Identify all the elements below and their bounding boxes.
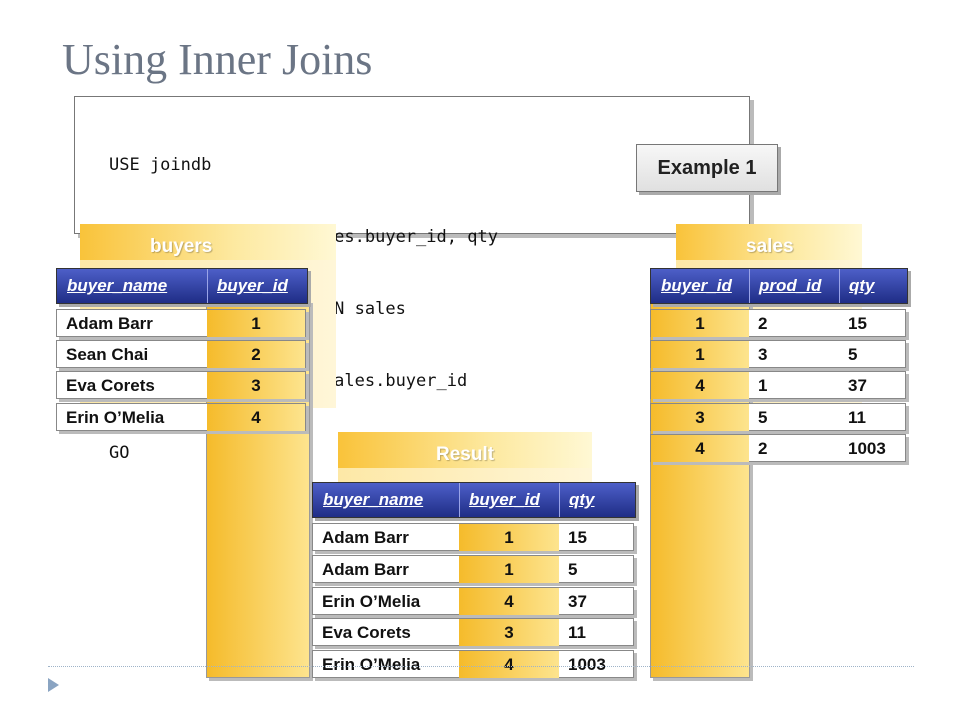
- buyers-buyer-id: 3: [207, 372, 305, 399]
- buyers-buyer-id: 1: [207, 310, 305, 337]
- result-header-buyer-name: buyer_name: [323, 490, 424, 509]
- slide-bullet-icon: [48, 678, 59, 692]
- result-qty: 11: [568, 622, 586, 642]
- table-row: Erin O’Melia 4 1003: [312, 650, 634, 678]
- sales-header: buyer_id prod_id qty: [650, 268, 908, 304]
- sales-prod-id: 3: [758, 344, 768, 364]
- header-divider: [749, 269, 750, 303]
- sales-qty: 5: [848, 344, 858, 364]
- table-row: 1 2 15: [650, 309, 906, 337]
- result-buyer-id: 1: [459, 556, 559, 583]
- table-row: Erin O’Melia 4: [56, 403, 306, 431]
- header-divider: [559, 483, 560, 517]
- table-row: Eva Corets 3 11: [312, 618, 634, 646]
- header-divider: [839, 269, 840, 303]
- table-row: 4 1 37: [650, 371, 906, 399]
- buyers-buyer-name: Sean Chai: [66, 344, 149, 364]
- result-buyer-id: 4: [459, 651, 559, 678]
- sales-header-buyer-id: buyer_id: [661, 276, 732, 295]
- result-label: Result: [338, 432, 592, 468]
- result-qty: 37: [568, 591, 587, 611]
- code-line: USE joindb: [109, 155, 212, 175]
- result-qty: 1003: [568, 654, 606, 674]
- buyers-buyer-name: Eva Corets: [66, 375, 155, 395]
- footer-divider: [48, 666, 914, 667]
- sales-prod-id: 2: [758, 313, 768, 333]
- buyers-buyer-name: Adam Barr: [66, 313, 153, 333]
- table-row: 4 2 1003: [650, 434, 906, 462]
- table-row: Adam Barr 1: [56, 309, 306, 337]
- header-divider: [459, 483, 460, 517]
- table-row: Adam Barr 1 15: [312, 523, 634, 551]
- result-header: buyer_name buyer_id qty: [312, 482, 636, 518]
- example-1-button[interactable]: Example 1: [636, 144, 778, 192]
- result-buyer-name: Adam Barr: [322, 527, 409, 547]
- header-divider: [207, 269, 208, 303]
- buyers-header: buyer_name buyer_id: [56, 268, 308, 304]
- sales-buyer-id: 1: [651, 341, 749, 368]
- table-row: Erin O’Melia 4 37: [312, 587, 634, 615]
- sales-qty: 37: [848, 375, 867, 395]
- table-row: Eva Corets 3: [56, 371, 306, 399]
- sales-prod-id: 2: [758, 438, 768, 458]
- sales-header-qty: qty: [849, 276, 875, 295]
- buyers-header-buyer-name: buyer_name: [67, 276, 168, 295]
- result-buyer-name: Eva Corets: [322, 622, 411, 642]
- buyers-buyer-id: 2: [207, 341, 305, 368]
- sales-qty: 1003: [848, 438, 886, 458]
- result-qty: 5: [568, 559, 578, 579]
- page-title: Using Inner Joins: [62, 35, 373, 84]
- buyers-label: buyers: [80, 224, 336, 260]
- sales-buyer-id: 4: [651, 435, 749, 462]
- sales-header-prod-id: prod_id: [759, 276, 822, 295]
- sales-label: sales: [676, 224, 862, 260]
- sales-prod-id: 5: [758, 407, 768, 427]
- sales-qty: 15: [848, 313, 867, 333]
- result-buyer-id: 1: [459, 524, 559, 551]
- result-buyer-id: 3: [459, 619, 559, 646]
- sales-buyer-id: 1: [651, 310, 749, 337]
- sales-qty: 11: [848, 407, 866, 427]
- result-header-buyer-id: buyer_id: [469, 490, 540, 509]
- buyers-buyer-id: 4: [207, 404, 305, 431]
- result-header-qty: qty: [569, 490, 595, 509]
- buyers-header-buyer-id: buyer_id: [217, 276, 288, 295]
- table-row: Sean Chai 2: [56, 340, 306, 368]
- code-line: GO: [109, 443, 130, 463]
- sales-prod-id: 1: [758, 375, 768, 395]
- buyers-buyer-name: Erin O’Melia: [66, 407, 165, 427]
- result-buyer-name: Erin O’Melia: [322, 654, 421, 674]
- result-buyer-name: Erin O’Melia: [322, 591, 421, 611]
- table-row: 1 3 5: [650, 340, 906, 368]
- result-buyer-name: Adam Barr: [322, 559, 409, 579]
- result-qty: 15: [568, 527, 587, 547]
- result-buyer-id: 4: [459, 588, 559, 615]
- sales-buyer-id: 3: [651, 404, 749, 431]
- table-row: 3 5 11: [650, 403, 906, 431]
- table-row: Adam Barr 1 5: [312, 555, 634, 583]
- sales-buyer-id: 4: [651, 372, 749, 399]
